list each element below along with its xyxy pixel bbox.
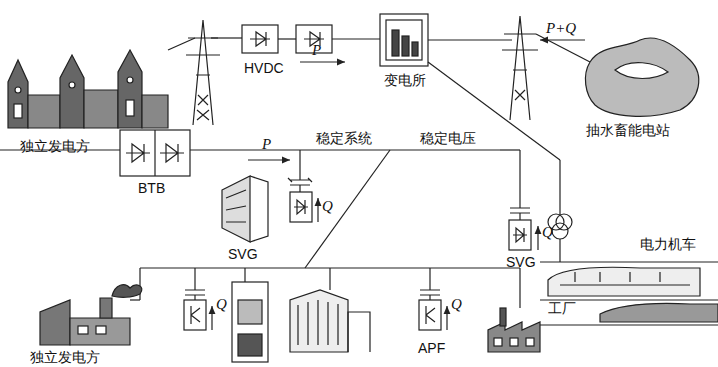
transmission-tower: [502, 16, 538, 120]
btb-converter: [120, 130, 190, 176]
component-label: 变电所: [384, 72, 426, 88]
component-label: 稳定电压: [420, 130, 476, 146]
component-label: 独立发电方: [20, 138, 90, 154]
component-label: 工厂: [548, 300, 576, 316]
active-filter: [419, 268, 447, 330]
power-plant-top: [8, 50, 168, 128]
component-label: SVG: [506, 254, 536, 270]
svg-compensator: [500, 150, 538, 250]
flow-symbol: Q: [451, 296, 462, 312]
component-label: HVDC: [244, 60, 284, 76]
factory: [488, 308, 540, 352]
hvdc-converters: [242, 25, 345, 62]
svg-compensator: [222, 150, 318, 242]
component-label: 稳定系统: [316, 130, 372, 146]
component-label: BTB: [138, 180, 165, 196]
component-label: 独立发电方: [30, 349, 100, 365]
power-plant-bottom: [40, 285, 142, 345]
transmission-tower: [186, 20, 220, 125]
substation-building: [380, 14, 428, 66]
flow-symbol: P: [262, 136, 271, 152]
flow-symbol: P+Q: [546, 20, 576, 36]
component-label: APF: [418, 340, 445, 356]
component-label: 电力机车: [640, 236, 696, 252]
flow-symbol: Q: [322, 198, 333, 214]
flow-symbol: Q: [216, 296, 227, 312]
active-filter: [184, 268, 212, 330]
commercial-buildings: [232, 268, 370, 362]
flow-symbol: Q: [542, 224, 553, 240]
pumped-storage-station: [585, 38, 698, 116]
component-label: 抽水畜能电站: [586, 122, 670, 138]
flow-symbol: P: [312, 42, 321, 58]
component-label: SVG: [228, 246, 258, 262]
electric-train: [540, 262, 718, 325]
